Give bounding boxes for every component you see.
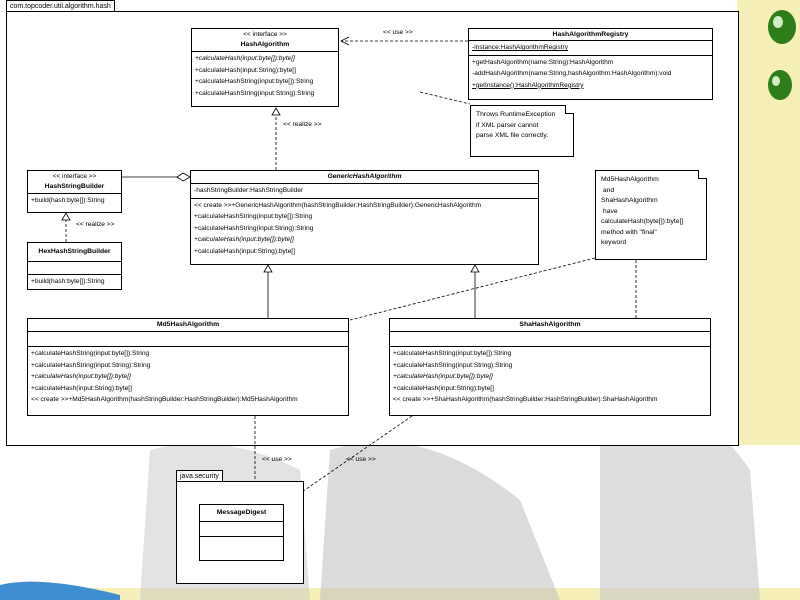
method-list	[200, 537, 283, 551]
method-item: +calculateHash(input:String):byte[]	[393, 384, 494, 392]
method-item: +calculateHashString(input:String):Strin…	[31, 361, 151, 369]
class-name: HashAlgorithmRegistry	[552, 31, 629, 38]
stereotype-label: << interface >>	[52, 173, 97, 180]
package-tab-security: java.security	[176, 470, 223, 482]
attribute-item: -instance:HashAlgorithmRegistry	[472, 44, 569, 51]
class-name: HashAlgorithm	[240, 41, 290, 48]
use-label-registry: << use >>	[383, 29, 413, 36]
method-list: +calculateHashString(input:byte[]):Strin…	[28, 347, 348, 407]
method-item: -addHashAlgorithm(name:String,hashAlgori…	[472, 70, 672, 78]
method-item: +calculateHash(input:byte[]):byte[]	[31, 373, 131, 381]
method-item: +calculateHashString(input:String):Strin…	[393, 361, 513, 369]
method-item: +calculateHash(input:String):byte[]	[194, 247, 295, 255]
class-name: HashStringBuilder	[44, 183, 105, 190]
realize-label-hex: << realize >>	[76, 221, 115, 228]
note-fold-icon	[698, 170, 707, 179]
class-message-digest[interactable]: MessageDigest	[199, 504, 284, 561]
method-item: +getInstance():HashAlgorithmRegistry	[472, 81, 584, 89]
note-line: ShaHashAlgorithm	[601, 197, 658, 204]
class-name: HexHashStringBuilder	[38, 248, 111, 255]
method-item: +calculateHash(input:String):byte[]	[31, 384, 132, 392]
method-item: +calculateHash(input:byte[]):byte[]	[393, 373, 493, 381]
note-line: parse XML file correctly.	[476, 132, 549, 139]
method-item: +getHashAlgorithm(name:String):HashAlgor…	[472, 58, 614, 66]
method-item: +calculateHashString(input:byte[]):Strin…	[393, 350, 512, 357]
method-list: +getHashAlgorithm(name:String):HashAlgor…	[469, 56, 712, 93]
note-line: and	[601, 186, 615, 194]
note-line: if XML parser cannot	[476, 121, 539, 129]
method-item: +calculateHashString(input:byte[]):Strin…	[31, 350, 150, 357]
note-line: calculateHash(byte[]):byte[]	[601, 218, 684, 225]
note-line: Throws RuntimeException	[476, 111, 556, 118]
class-name: Md5HashAlgorithm	[156, 321, 220, 328]
method-item: +calculateHash(input:String):byte[]	[195, 66, 296, 74]
class-name: ShaHashAlgorithm	[519, 321, 581, 328]
method-item: << create >>+Md5HashAlgorithm(hashString…	[31, 396, 298, 404]
method-list: +calculateHashString(input:byte[]):Strin…	[390, 347, 710, 407]
note-fold-icon	[565, 105, 574, 114]
class-hex-hash-string-builder[interactable]: HexHashStringBuilder +build(hash:byte[])…	[27, 242, 122, 290]
note-line: have	[601, 207, 618, 215]
class-hash-string-builder[interactable]: << interface >> HashStringBuilder +build…	[27, 170, 122, 213]
method-item: +build(hash:byte[]):String	[31, 278, 105, 285]
class-md5-hash-algorithm[interactable]: Md5HashAlgorithm +calculateHashString(in…	[27, 318, 349, 416]
class-generic-hash-algorithm[interactable]: GenericHashAlgorithm -hashStringBuilder:…	[190, 170, 539, 265]
note-line: keyword	[601, 239, 627, 246]
method-item: +calculateHashString(input:String):Strin…	[194, 224, 314, 232]
method-item: +build(hash:byte[]):String	[31, 197, 105, 204]
class-name: GenericHashAlgorithm	[327, 173, 402, 180]
method-item: +calculateHashString(input:byte[]):Strin…	[195, 78, 314, 86]
method-list: +build(hash:byte[]):String	[28, 194, 121, 208]
method-list: << create >>+GenericHashAlgorithm(hashSt…	[191, 199, 538, 259]
attribute-item: -hashStringBuilder:HashStringBuilder	[194, 187, 304, 194]
attribute-list	[28, 262, 121, 275]
class-name: MessageDigest	[216, 509, 267, 516]
method-item: << create >>+ShaHashAlgorithm(hashString…	[393, 396, 658, 404]
attribute-list: -hashStringBuilder:HashStringBuilder	[191, 184, 538, 199]
attribute-list	[28, 332, 348, 347]
method-item: +calculateHash(input:byte[]):byte[]	[194, 236, 294, 244]
method-item: << create >>+GenericHashAlgorithm(hashSt…	[194, 201, 482, 209]
class-hash-algorithm-registry[interactable]: HashAlgorithmRegistry -instance:HashAlgo…	[468, 28, 713, 100]
method-list: +calculateHash(input:byte[]):byte[] +cal…	[192, 52, 338, 100]
class-hash-algorithm[interactable]: << interface >> HashAlgorithm +calculate…	[191, 28, 339, 107]
note-line: method with "final"	[601, 228, 657, 236]
attribute-list	[200, 522, 283, 537]
realize-label-generic: << realize >>	[283, 121, 322, 128]
method-item: +calculateHash(input:byte[]):byte[]	[195, 55, 295, 62]
method-item: +calculateHashString(input:String):Strin…	[195, 89, 315, 97]
method-list: +build(hash:byte[]):String	[28, 275, 121, 289]
class-sha-hash-algorithm[interactable]: ShaHashAlgorithm +calculateHashString(in…	[389, 318, 711, 416]
method-item: +calculateHashString(input:byte[]):Strin…	[194, 213, 313, 221]
use-label-md5: << use >>	[262, 456, 292, 463]
attribute-list: -instance:HashAlgorithmRegistry	[469, 41, 712, 56]
attribute-list	[390, 332, 710, 347]
note-final-keyword: Md5HashAlgorithm and ShaHashAlgorithm ha…	[595, 170, 707, 260]
note-line: Md5HashAlgorithm	[601, 176, 659, 183]
note-runtime-exception: Throws RuntimeException if XML parser ca…	[470, 105, 574, 157]
stereotype-label: << interface >>	[243, 31, 287, 38]
use-label-sha: << use >>	[346, 456, 376, 463]
package-tab-hash: com.topcoder.util.algorithm.hash	[6, 0, 115, 12]
